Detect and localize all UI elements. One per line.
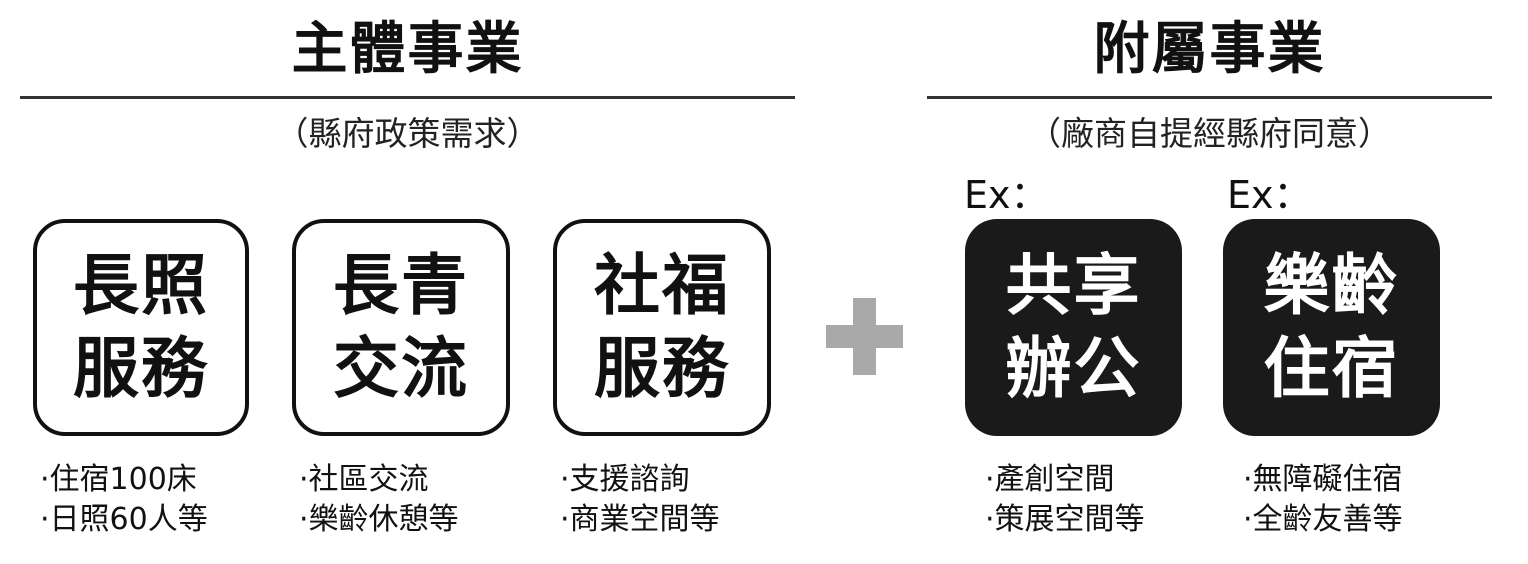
card-title-line2: 交流	[333, 329, 469, 407]
senior-exchange-bullets: ·社區交流 ·樂齡休憩等	[299, 460, 459, 540]
card-title-line1: 共享	[1005, 247, 1142, 324]
card-title-line1: 長青	[333, 247, 469, 324]
card-title-line2: 服務	[73, 329, 209, 407]
senior-housing-card: 樂齡 住宿	[1223, 219, 1440, 436]
card-title-line1: 長照	[73, 247, 209, 324]
bullet-item: ·策展空間等	[985, 502, 1145, 537]
example-label: Ex：	[964, 173, 1049, 217]
bullet-item: ·產創空間	[985, 462, 1115, 497]
bullet-item: ·住宿100床	[40, 462, 197, 497]
card-title-line2: 住宿	[1263, 329, 1400, 407]
card-title-line1: 社福	[594, 247, 730, 324]
bullet-item: ·樂齡休憩等	[299, 502, 459, 537]
plus-icon-vertical-bar	[853, 298, 876, 375]
bullet-item: ·無障礙住宿	[1243, 462, 1403, 497]
bullet-item: ·全齡友善等	[1243, 502, 1403, 537]
social-welfare-bullets: ·支援諮詢 ·商業空間等	[560, 460, 720, 540]
affiliated-business-title: 附屬事業	[1093, 17, 1326, 82]
card-title-line2: 辦公	[1005, 329, 1142, 407]
long-term-care-card: 長照 服務	[33, 219, 249, 436]
bullet-item: ·商業空間等	[560, 502, 720, 537]
affiliated-business-divider	[927, 96, 1492, 99]
senior-housing-bullets: ·無障礙住宿 ·全齡友善等	[1243, 460, 1403, 540]
bullet-item: ·支援諮詢	[560, 462, 690, 497]
example-label: Ex：	[1227, 173, 1312, 217]
shared-office-card: 共享 辦公	[965, 219, 1182, 436]
social-welfare-card: 社福 服務	[553, 219, 771, 436]
affiliated-business-subtitle: （廠商自提經縣府同意）	[1028, 114, 1391, 153]
card-title-line2: 服務	[594, 329, 730, 407]
bullet-item: ·社區交流	[299, 462, 429, 497]
main-business-title: 主體事業	[291, 17, 524, 82]
main-business-divider	[20, 96, 795, 99]
senior-exchange-card: 長青 交流	[292, 219, 510, 436]
main-business-subtitle: （縣府政策需求）	[275, 114, 540, 153]
long-term-care-bullets: ·住宿100床 ·日照60人等	[40, 460, 208, 540]
bullet-item: ·日照60人等	[40, 502, 208, 537]
shared-office-bullets: ·產創空間 ·策展空間等	[985, 460, 1145, 540]
card-title-line1: 樂齡	[1263, 247, 1400, 324]
plus-icon	[826, 298, 903, 375]
